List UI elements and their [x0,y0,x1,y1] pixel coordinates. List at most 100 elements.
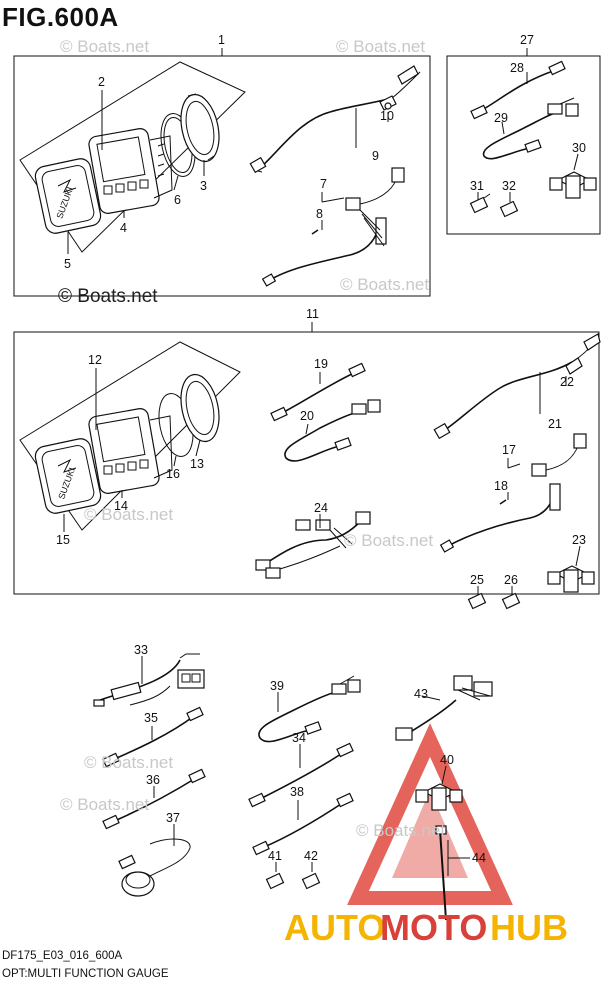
terminator-42 [301,872,321,890]
callout-8: 8 [316,207,323,221]
callout-28: 28 [510,61,524,75]
harness-43 [395,675,493,741]
callout-44: 44 [472,851,486,865]
callout-labels: 1 2 3 4 5 6 7 8 9 10 11 12 13 14 15 16 1… [56,33,586,865]
terminator-25 [467,592,487,610]
tee-connector-23 [547,565,595,593]
harness-24 [255,511,371,579]
callout-20: 20 [300,409,314,423]
gauge-cover-15: SUZUKI [34,438,102,514]
callout-26: 26 [504,573,518,587]
watermark-text: © Boats.net [60,37,149,56]
callout-31: 31 [470,179,484,193]
callout-18: 18 [494,479,508,493]
callout-12: 12 [88,353,102,367]
callout-35: 35 [144,711,158,725]
automotohub-logo: AUTO MOTO HUB [284,907,568,948]
callout-4: 4 [120,221,127,235]
harness-21 [433,333,601,440]
nut-13 [180,373,220,443]
cable-35 [102,706,204,768]
watermark-text: © Boats.net [60,795,149,814]
figure-caption: OPT:MULTI FUNCTION GAUGE [2,968,169,980]
terminator-32 [499,200,519,218]
assembly-1-box [13,48,431,297]
callout-2: 2 [98,75,105,89]
terminator-26 [501,592,521,610]
callout-25: 25 [470,573,484,587]
gauge-body-14 [88,408,173,494]
callout-39: 39 [270,679,284,693]
gauge-cover-5: SUZUKI [34,158,102,234]
callout-21: 21 [548,417,562,431]
boats-net-watermarks: © Boats.net © Boats.net © Boats.net © Bo… [58,37,445,840]
harness-9 [249,65,421,174]
gauge-body-4 [88,128,173,214]
callout-37: 37 [166,811,180,825]
callout-14: 14 [114,499,128,513]
cable-39 [258,675,361,743]
callout-27: 27 [520,33,534,47]
callout-24: 24 [314,501,328,515]
callout-38: 38 [290,785,304,799]
callout-34: 34 [292,731,306,745]
cable-38 [252,792,354,856]
sensor-37 [118,838,191,897]
callout-15: 15 [56,533,70,547]
leader-lines [63,72,581,876]
watermark-text: © Boats.net [340,275,429,294]
assembly-27-box [446,48,601,235]
callout-1: 1 [218,33,225,47]
callout-6: 6 [174,193,181,207]
logo-auto: AUTO [284,907,385,948]
watermark-text: © Boats.net [84,753,173,772]
callout-43: 43 [414,687,428,701]
tee-connector-30 [549,171,597,199]
callout-29: 29 [494,111,508,125]
watermark-text: © Boats.net [356,821,445,840]
terminator-31 [469,193,491,214]
callout-30: 30 [572,141,586,155]
callout-9: 9 [372,149,379,163]
callout-5: 5 [64,257,71,271]
cable-34 [248,742,354,808]
logo-hub: HUB [490,907,568,948]
cable-36 [102,768,206,830]
watermark-text-dark: © Boats.net [58,286,158,307]
callout-11: 11 [306,307,319,321]
harness-17 [439,433,587,553]
automotohub-triangle-watermark [347,723,513,905]
assembly-11-box [13,322,600,595]
cable-28 [470,60,566,120]
watermark-text: © Boats.net [336,37,425,56]
watermark-text: © Boats.net [344,531,433,550]
callout-7: 7 [320,177,327,191]
figure-title: FIG.600A [2,2,119,32]
callout-13: 13 [190,457,204,471]
cable-33 [93,653,205,707]
callout-19: 19 [314,357,328,371]
cable-20 [284,399,381,462]
logo-moto: MOTO [380,907,487,948]
gauge-assembly-12: SUZUKI [19,341,241,531]
callout-3: 3 [200,179,207,193]
callout-42: 42 [304,849,318,863]
callout-40: 40 [440,753,454,767]
callout-33: 33 [134,643,148,657]
callout-36: 36 [146,773,160,787]
callout-41: 41 [268,849,282,863]
callout-17: 17 [502,443,516,457]
cable-19 [270,362,366,422]
callout-23: 23 [572,533,586,547]
cable-29 [482,97,579,160]
gauge-assembly-1: SUZUKI [19,61,246,253]
terminator-41 [265,872,285,890]
harness-7 [261,167,405,287]
tee-connector-40 [415,783,463,811]
figure-code: DF175_E03_016_600A [2,950,123,962]
callout-16: 16 [166,467,180,481]
watermark-text: © Boats.net [84,505,173,524]
callout-22: 22 [560,375,574,389]
